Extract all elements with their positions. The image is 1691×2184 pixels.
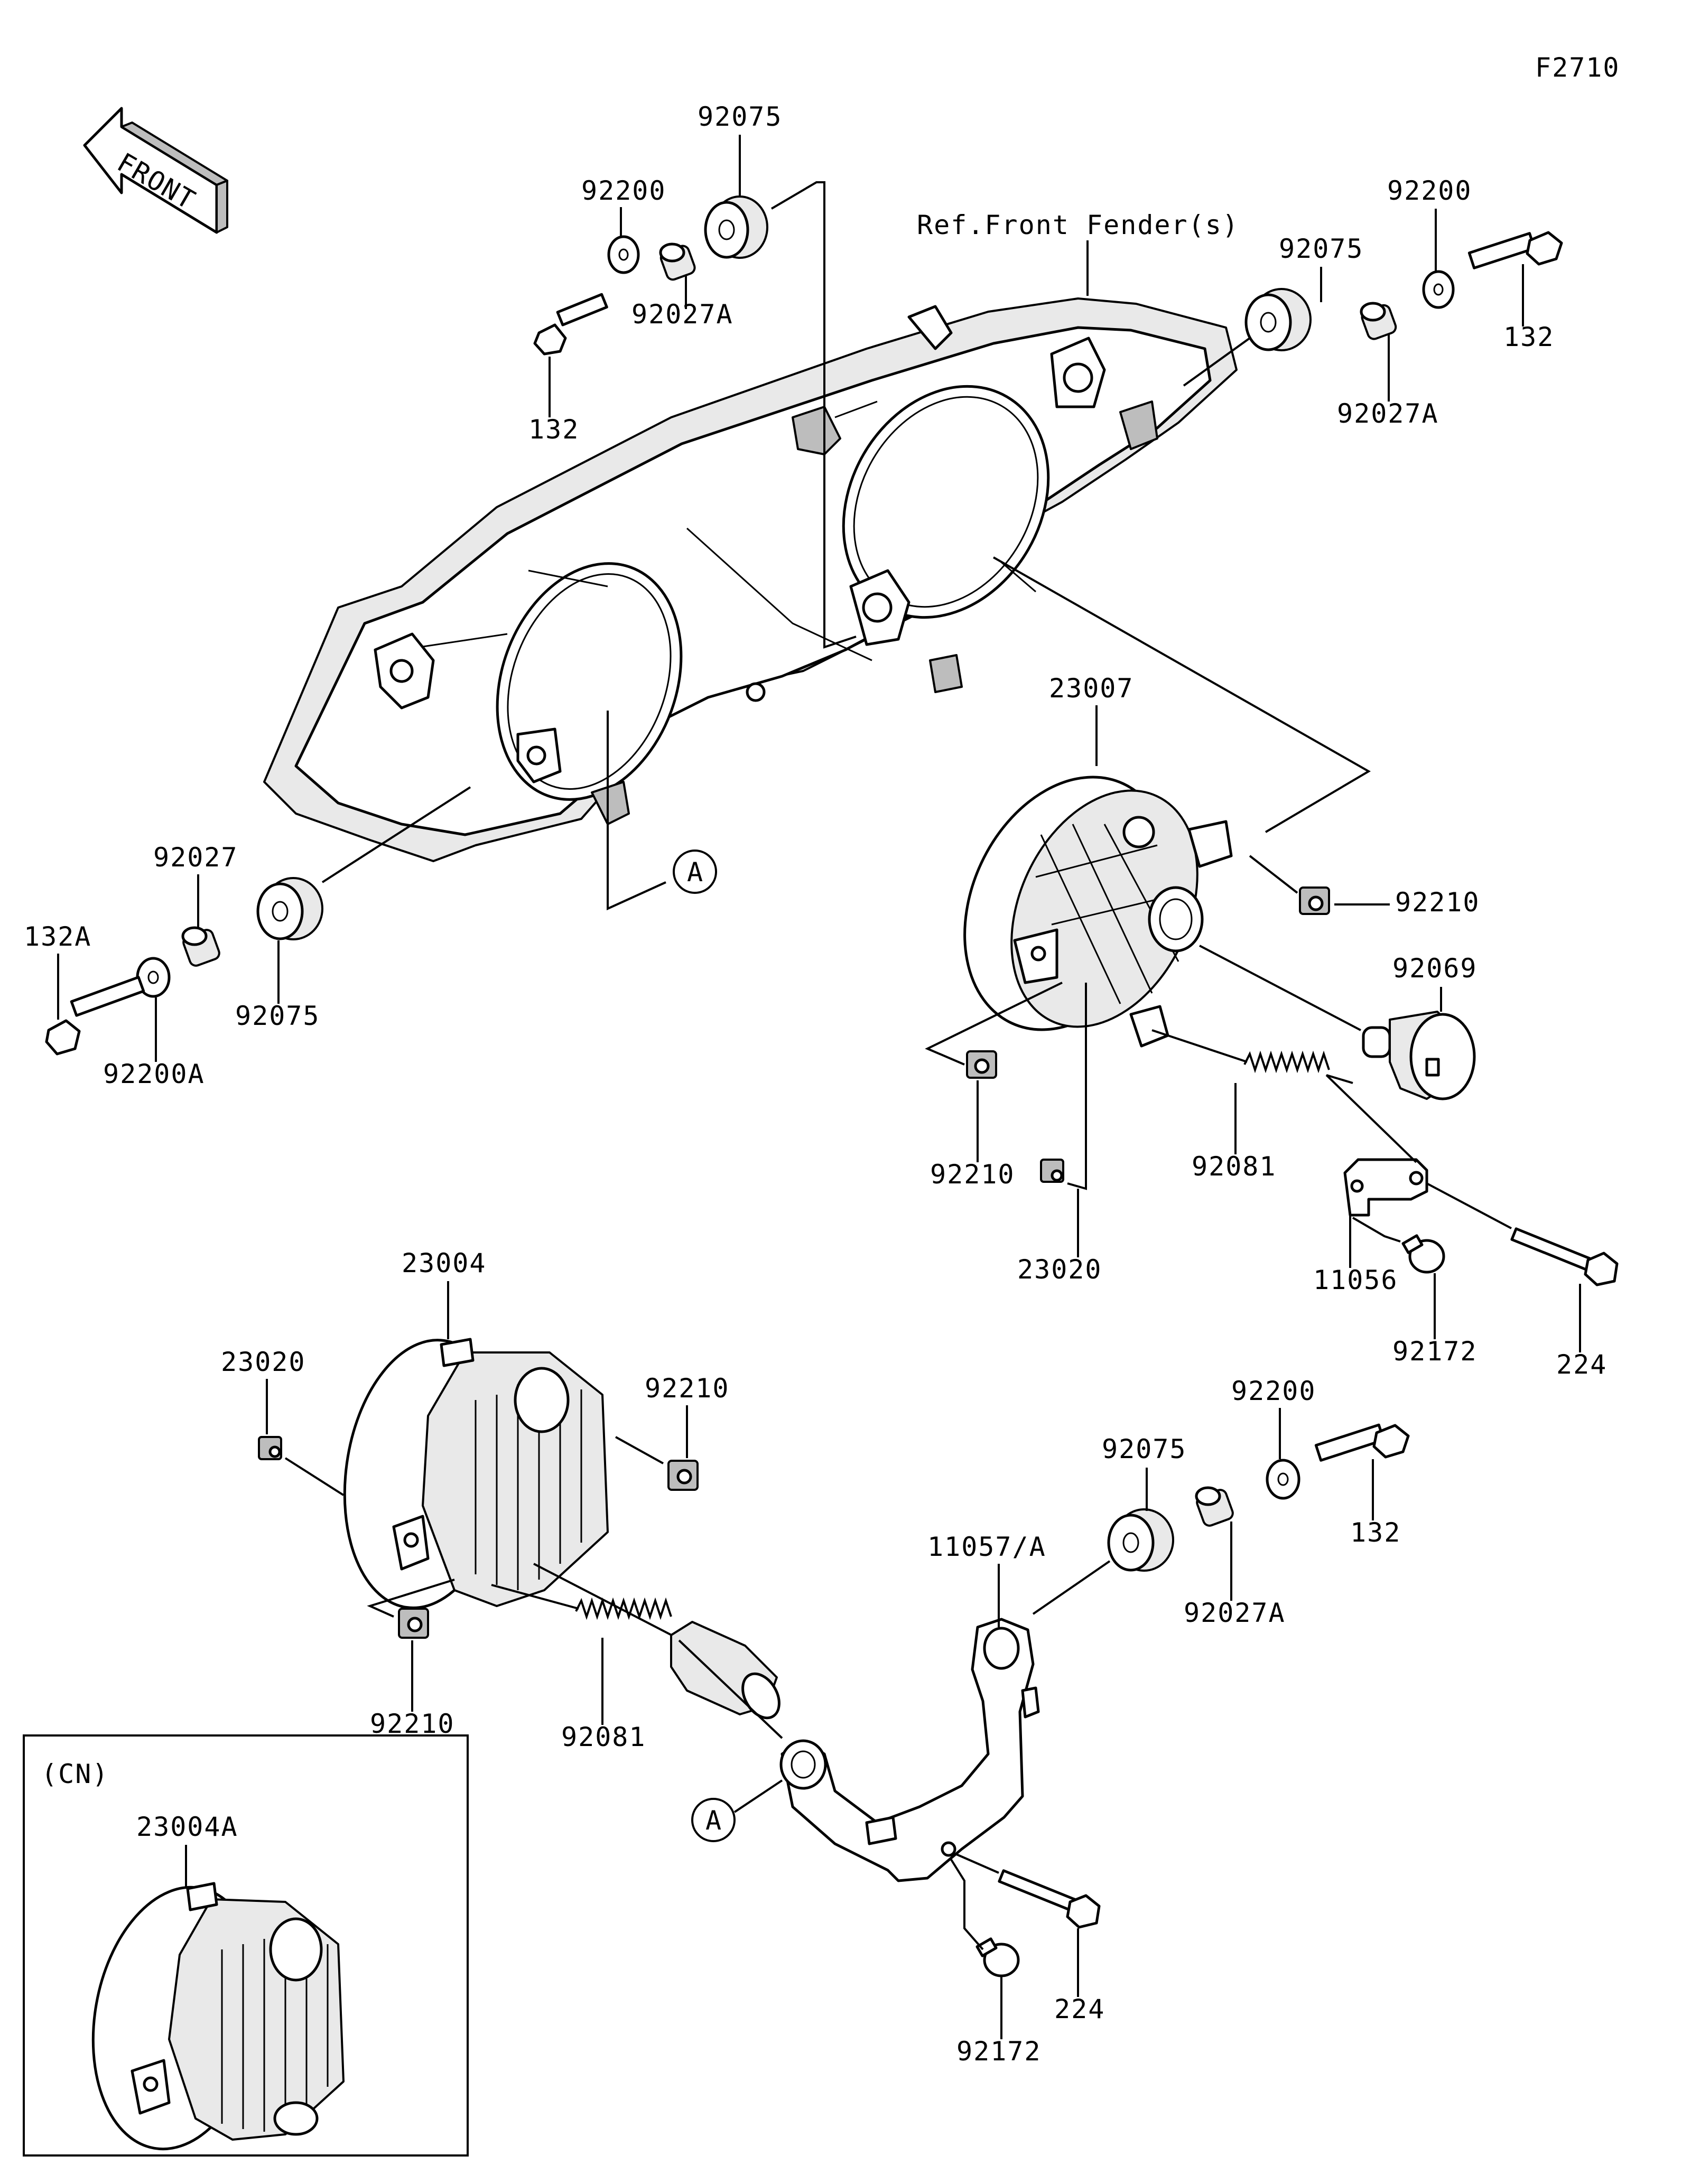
- callout-92081-upper: 92081: [1192, 1151, 1277, 1182]
- part-132-top-right[interactable]: [1467, 231, 1563, 269]
- part-23020-left[interactable]: [258, 1436, 282, 1460]
- callout-92200-top-right: 92200: [1387, 175, 1472, 206]
- callout-132-top-right: 132: [1503, 322, 1554, 352]
- part-23004[interactable]: [328, 1330, 609, 1619]
- variant-box-label: (CN): [41, 1759, 109, 1789]
- part-132-top-left[interactable]: [533, 293, 608, 356]
- part-92210-mid[interactable]: [966, 1050, 997, 1079]
- part-23007[interactable]: [925, 743, 1233, 1063]
- part-23004A[interactable]: [73, 1874, 345, 2162]
- callout-92210-lower-bottom: 92210: [370, 1709, 455, 1739]
- part-92027-left[interactable]: [181, 926, 221, 967]
- part-92027A-top-right[interactable]: [1360, 302, 1397, 341]
- variant-box-cn: (CN) 23004A: [23, 1734, 469, 2162]
- part-224-lower[interactable]: [998, 1869, 1101, 1929]
- part-11057A[interactable]: [779, 1618, 1040, 1882]
- callout-23020-left: 23020: [221, 1347, 306, 1377]
- callout-92075-lower: 92075: [1102, 1434, 1187, 1464]
- callout-92172-upper: 92172: [1392, 1336, 1478, 1367]
- reference-note: Ref.Front Fender(s): [917, 210, 1239, 240]
- svg-text:A: A: [687, 857, 703, 888]
- callout-92210-mid: 92210: [930, 1159, 1015, 1190]
- callout-132-top-left: 132: [528, 414, 579, 445]
- callout-224-lower: 224: [1054, 1994, 1105, 2024]
- part-92075-lower[interactable]: [1107, 1508, 1174, 1572]
- part-92210-right[interactable]: [1299, 886, 1330, 915]
- callout-11057A: 11057/A: [927, 1532, 1046, 1562]
- part-92075-left[interactable]: [256, 877, 323, 940]
- callout-92075-top-right: 92075: [1279, 234, 1364, 264]
- part-92075-top[interactable]: [704, 195, 768, 259]
- callout-92210-lower-top: 92210: [645, 1373, 730, 1404]
- callout-92210-right: 92210: [1395, 887, 1480, 918]
- callout-92075-left: 92075: [235, 1001, 320, 1031]
- part-92200A-left[interactable]: [136, 957, 171, 998]
- part-92200-top-left[interactable]: [607, 235, 640, 274]
- callout-224-upper: 224: [1556, 1349, 1607, 1380]
- callout-23020-mid: 23020: [1017, 1254, 1102, 1285]
- part-92081-upper[interactable]: [1243, 1050, 1330, 1074]
- callout-92027A-top-left: 92027A: [631, 299, 733, 330]
- callout-92172-lower: 92172: [956, 2036, 1042, 2067]
- callout-92027A-top-right: 92027A: [1337, 398, 1439, 429]
- svg-text:A: A: [705, 1805, 721, 1836]
- figure-code: F2710: [1535, 52, 1620, 83]
- callout-92200-top-left: 92200: [581, 175, 666, 206]
- part-23020-mid[interactable]: [1040, 1159, 1064, 1183]
- part-92210-lower-bottom[interactable]: [398, 1608, 429, 1639]
- callout-92081-lower: 92081: [561, 1722, 646, 1752]
- part-92069[interactable]: [1362, 1011, 1476, 1100]
- part-92027A-top-left[interactable]: [659, 242, 696, 282]
- callout-92027-left: 92027: [153, 842, 238, 873]
- front-direction-arrow: FRONT: [83, 107, 228, 234]
- part-92172-upper[interactable]: [1401, 1234, 1445, 1274]
- connection-marker-a-upper: A: [673, 850, 717, 894]
- part-224-upper[interactable]: [1510, 1227, 1619, 1286]
- part-132-lower[interactable]: [1314, 1423, 1410, 1462]
- callout-92027A-lower: 92027A: [1184, 1598, 1286, 1628]
- part-132A-left[interactable]: [45, 976, 145, 1056]
- callout-23004: 23004: [402, 1248, 487, 1278]
- callout-11056: 11056: [1313, 1265, 1398, 1295]
- part-92200-lower[interactable]: [1266, 1459, 1300, 1500]
- headlight-23004-connector: [533, 1563, 781, 1720]
- callout-92075-top: 92075: [698, 101, 783, 132]
- part-92075-top-right[interactable]: [1244, 288, 1312, 351]
- part-92081-lower[interactable]: [575, 1597, 672, 1620]
- callout-92200A-left: 92200A: [103, 1059, 205, 1089]
- callout-23007: 23007: [1049, 673, 1134, 704]
- part-92172-lower[interactable]: [975, 1937, 1020, 1977]
- connection-marker-a-lower: A: [691, 1798, 736, 1842]
- callout-92069: 92069: [1392, 953, 1478, 984]
- part-92027A-lower[interactable]: [1195, 1486, 1234, 1527]
- part-92210-lower-top[interactable]: [667, 1460, 699, 1491]
- callout-132A-left: 132A: [24, 921, 91, 952]
- headlight-housing: [263, 297, 1238, 862]
- callout-92200-lower: 92200: [1231, 1376, 1316, 1406]
- part-92200-top-right[interactable]: [1422, 270, 1455, 309]
- part-11056[interactable]: [1343, 1158, 1428, 1217]
- callout-23004A: 23004A: [136, 1812, 238, 1842]
- callout-132-lower: 132: [1350, 1517, 1401, 1548]
